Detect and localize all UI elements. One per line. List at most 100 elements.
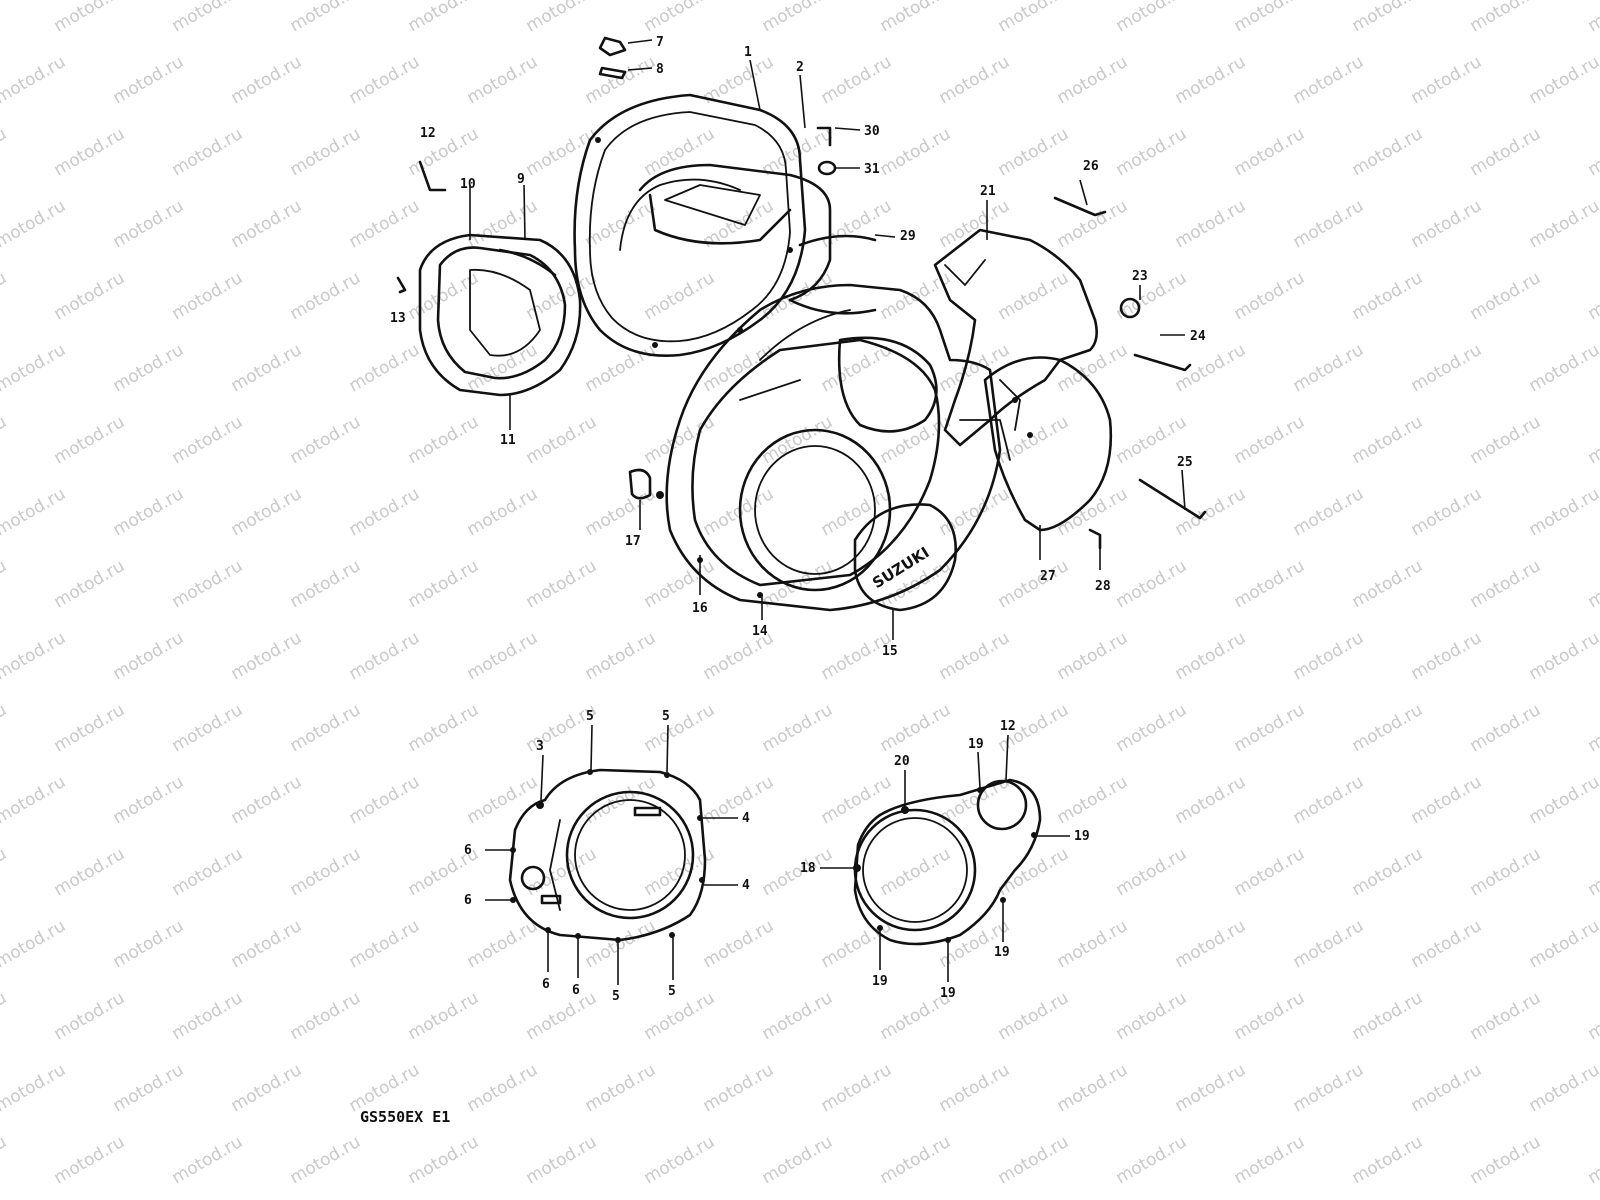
callout-17: 17	[625, 534, 641, 549]
watermark-text: motod.ru	[1172, 772, 1250, 828]
watermark-text: motod.ru	[759, 1132, 837, 1188]
lower-right-bolt-points	[853, 787, 1037, 943]
watermark-text: motod.ru	[641, 700, 719, 756]
watermark-text: motod.ru	[1231, 556, 1309, 612]
callout-5-top-a: 5	[586, 709, 594, 724]
watermark-text: motod.ru	[405, 412, 483, 468]
watermark-text: motod.ru	[1349, 556, 1427, 612]
watermark-text: motod.ru	[700, 772, 778, 828]
watermark-text: motod.ru	[582, 52, 660, 108]
watermark-text: motod.ru	[0, 1132, 10, 1188]
watermark-text: motod.ru	[287, 988, 365, 1044]
lower-left-gasket-view: 3 5 5 4 4 6 6 6 6 5 5	[464, 709, 750, 1004]
watermark-text: motod.ru	[287, 268, 365, 324]
watermark-text: motod.ru	[405, 700, 483, 756]
callout-11: 11	[500, 433, 516, 448]
callout-12: 12	[420, 126, 436, 141]
watermark-text: motod.ru	[936, 484, 1014, 540]
callout-6-left-a: 6	[464, 843, 472, 858]
watermark-text: motod.ru	[818, 916, 896, 972]
watermark-text: motod.ru	[936, 1060, 1014, 1116]
watermark-text: motod.ru	[169, 412, 247, 468]
watermark-text: motod.ru	[759, 988, 837, 1044]
watermark-text: motod.ru	[228, 340, 306, 396]
callout-19-bottom-right: 19	[994, 945, 1010, 960]
watermark-text: motod.ru	[1467, 700, 1545, 756]
watermark-text: motod.ru	[995, 844, 1073, 900]
watermark-text: motod.ru	[1585, 1132, 1600, 1188]
watermark-text: motod.ru	[700, 916, 778, 972]
watermark-text: motod.ru	[877, 0, 955, 36]
watermark-text: motod.ru	[287, 0, 365, 36]
watermark-text: motod.ru	[0, 484, 69, 540]
watermark-text: motod.ru	[1467, 556, 1545, 612]
callout-30: 30	[864, 124, 880, 139]
watermark-text: motod.ru	[582, 1060, 660, 1116]
watermark-text: motod.ru	[1408, 1060, 1486, 1116]
callout-8: 8	[656, 62, 664, 77]
callout-24: 24	[1190, 329, 1206, 344]
callout-23: 23	[1132, 269, 1148, 284]
watermark-text: motod.ru	[759, 0, 837, 36]
watermark-text: motod.ru	[1290, 772, 1368, 828]
watermark-text: motod.ru	[641, 1132, 719, 1188]
watermark-text: motod.ru	[0, 916, 69, 972]
watermark-text: motod.ru	[464, 52, 542, 108]
watermark-text: motod.ru	[287, 124, 365, 180]
watermark-text: motod.ru	[1408, 628, 1486, 684]
callout-25: 25	[1177, 455, 1193, 470]
watermark-text: motod.ru	[228, 1060, 306, 1116]
watermark-text: motod.ru	[0, 124, 10, 180]
watermark-text: motod.ru	[1526, 52, 1600, 108]
callout-15: 15	[882, 644, 898, 659]
watermark-text: motod.ru	[995, 556, 1073, 612]
callout-14: 14	[752, 624, 768, 639]
watermark-text: motod.ru	[1585, 700, 1600, 756]
watermark-text: motod.ru	[169, 1132, 247, 1188]
watermark-text: motod.ru	[0, 772, 69, 828]
callout-4-lower: 4	[742, 878, 750, 893]
watermark-text: motod.ru	[995, 1132, 1073, 1188]
watermark-text: motod.ru	[877, 412, 955, 468]
inner-clutch-cover-drawing	[638, 163, 877, 315]
watermark-text: motod.ru	[228, 772, 306, 828]
watermark-text: motod.ru	[1172, 916, 1250, 972]
watermark-text: motod.ru	[405, 124, 483, 180]
watermark-text: motod.ru	[1349, 1132, 1427, 1188]
watermark-text: motod.ru	[1585, 412, 1600, 468]
watermark-text: motod.ru	[759, 844, 837, 900]
watermark-text: motod.ru	[700, 1060, 778, 1116]
watermark-text: motod.ru	[1113, 988, 1191, 1044]
callout-2: 2	[796, 60, 804, 75]
watermark-text: motod.ru	[464, 1060, 542, 1116]
watermark-text: motod.ru	[1113, 0, 1191, 36]
watermark-text: motod.ru	[1585, 988, 1600, 1044]
watermark-text: motod.ru	[877, 124, 955, 180]
watermark-text: motod.ru	[641, 844, 719, 900]
watermark-text: motod.ru	[346, 628, 424, 684]
watermark-text: motod.ru	[51, 556, 129, 612]
watermark-text: motod.ru	[1054, 628, 1132, 684]
watermark-text: motod.ru	[1172, 196, 1250, 252]
watermark-text: motod.ru	[1290, 916, 1368, 972]
watermark-text: motod.ru	[110, 916, 188, 972]
upper-exploded-assembly: SUZUKI	[390, 35, 1207, 659]
watermark-text: motod.ru	[877, 700, 955, 756]
watermark-text: motod.ru	[287, 412, 365, 468]
watermark-text: motod.ru	[1172, 52, 1250, 108]
model-label: GS550EX E1	[360, 1108, 450, 1126]
watermark-text: motod.ru	[1113, 556, 1191, 612]
watermark-text: motod.ru	[523, 556, 601, 612]
watermark-text: motod.ru	[51, 1132, 129, 1188]
watermark-text: motod.ru	[641, 988, 719, 1044]
watermark-text: motod.ru	[110, 196, 188, 252]
watermark-text: motod.ru	[1231, 1132, 1309, 1188]
callout-9: 9	[517, 172, 525, 187]
watermark-text: motod.ru	[700, 484, 778, 540]
watermark-text: motod.ru	[169, 124, 247, 180]
watermark-text: motod.ru	[1054, 52, 1132, 108]
watermark-text: motod.ru	[51, 268, 129, 324]
callout-5-top-b: 5	[662, 709, 670, 724]
watermark-text: motod.ru	[1290, 484, 1368, 540]
